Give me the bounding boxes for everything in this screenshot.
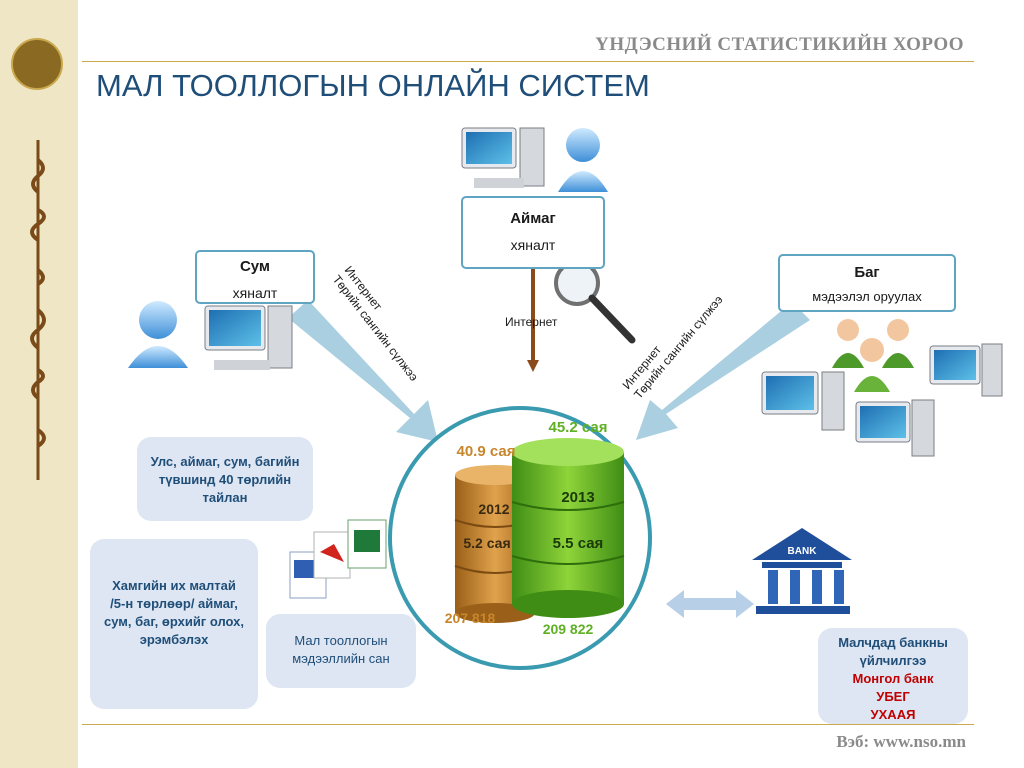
footer-divider [82, 724, 974, 725]
bag-subtitle: мэдээлэл оруулах [812, 289, 922, 304]
database-text: Мал тооллогын мэдээллийн сан [292, 633, 390, 666]
reports-bubble: Улс, аймаг, сум, багийн түвшинд 40 төрли… [137, 437, 313, 521]
organization-name: ҮНДЭСНИЙ СТАТИСТИКИЙН ХОРОО [595, 34, 964, 55]
nso-logo [11, 38, 63, 90]
sum-subtitle: хяналт [232, 285, 278, 301]
computer-icon [855, 399, 935, 457]
bank-name-1: Монгол банк [852, 671, 934, 686]
mongolian-script-decoration [30, 140, 46, 480]
bank-services-bubble: Малчдад банкны үйлчилгээ Монгол банк УБЕ… [818, 628, 968, 724]
user-icon [558, 128, 608, 192]
computer-icon [761, 371, 845, 431]
sum-title: Сум [239, 258, 271, 275]
bank-name-2: УБЕГ [876, 689, 910, 704]
db-2012-total: 40.9 сая [457, 443, 516, 460]
db-2013-mid: 5.5 сая [553, 535, 604, 552]
bag-title: Баг [854, 264, 880, 281]
document-icons [289, 519, 387, 599]
bag-node: Баг мэдээлэл оруулах [778, 254, 956, 312]
db-2013-count: 209 822 [543, 621, 594, 637]
page-title: МАЛ ТООЛЛОГЫН ОНЛАЙН СИСТЕМ [96, 68, 650, 103]
bank-service-text: Малчдад банкны үйлчилгээ [838, 635, 948, 668]
computer-icon [929, 343, 1003, 397]
aimag-title: Аймаг [510, 210, 556, 227]
db-2013-year: 2013 [561, 489, 594, 506]
aimag-node: Аймаг хяналт [461, 196, 605, 269]
ranking-bubble: Хамгийн их малтай /5-н төрлөөр/ аймаг, с… [90, 539, 258, 709]
database-bubble: Мал тооллогын мэдээллийн сан [266, 614, 416, 688]
db-2013-total: 45.2 сая [549, 419, 608, 436]
link-right-label-2: Төрийн сангийн сүлжээ [631, 293, 726, 402]
people-group-icon [832, 319, 914, 392]
computer-icon [204, 305, 293, 370]
db-2012-year: 2012 [478, 501, 509, 517]
bank-icon [752, 528, 852, 614]
ranking-text: Хамгийн их малтай /5-н төрлөөр/ аймаг, с… [104, 578, 244, 647]
bank-sign: BANK [788, 546, 818, 557]
magnifier-icon [554, 260, 636, 344]
sum-node: Сум хяналт [195, 250, 315, 304]
website-link[interactable]: Вэб: www.nso.mn [836, 732, 966, 751]
reports-text: Улс, аймаг, сум, багийн түвшинд 40 төрли… [150, 454, 300, 505]
computer-icon [461, 127, 545, 188]
database-2013-cylinder [511, 438, 625, 618]
db-2012-mid: 5.2 сая [463, 535, 510, 551]
link-center-label: Интернет [505, 315, 558, 329]
arrow-bag-to-db [636, 302, 810, 440]
arrow-db-bank [666, 590, 754, 618]
db-2012-count: 207 818 [445, 610, 496, 626]
arrow-sum-to-db [288, 300, 438, 442]
header-divider [82, 61, 974, 62]
aimag-subtitle: хяналт [510, 237, 556, 253]
link-left-label-2: Төрийн сангийн сүлжээ [330, 272, 421, 383]
bank-name-3: УХААЯ [870, 707, 916, 722]
user-icon [128, 301, 188, 368]
